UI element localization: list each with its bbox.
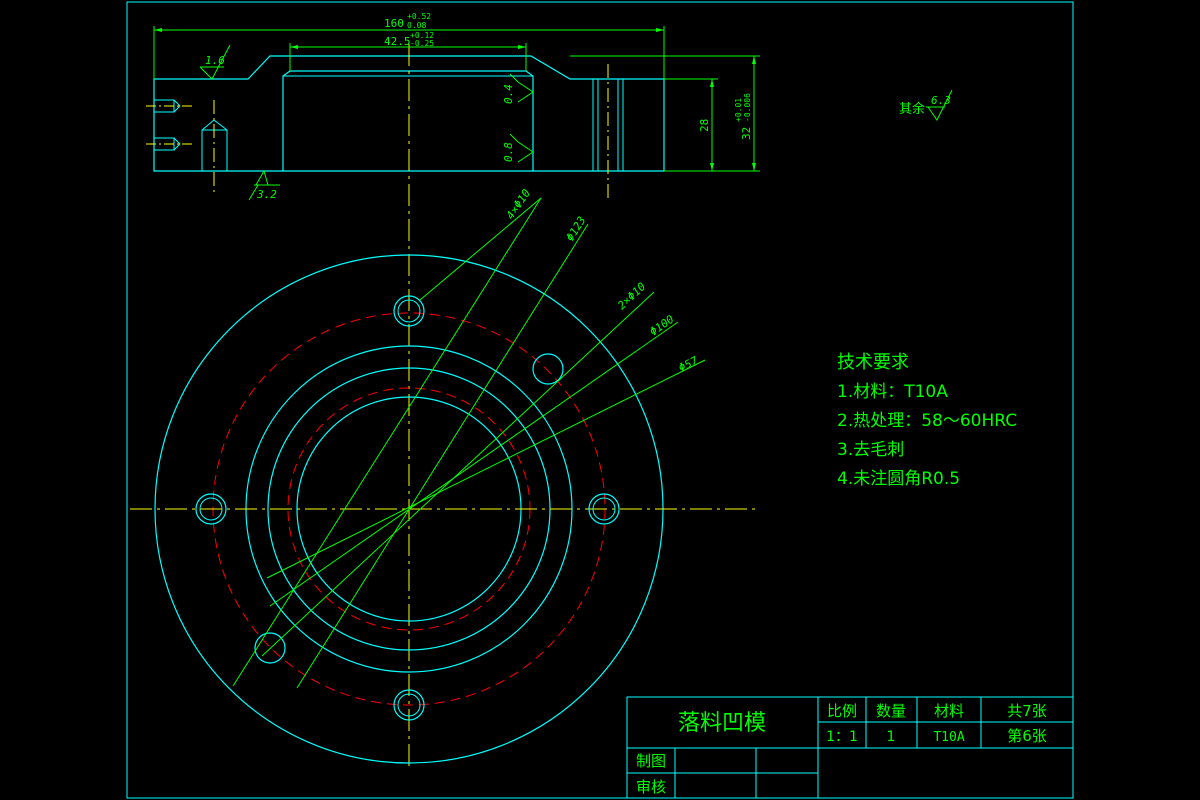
leader-4x10-hole — [419, 197, 542, 301]
arrow — [710, 163, 714, 171]
dim-160-tol-upper: +0.52 — [407, 12, 431, 21]
dim-28-text: 28 — [698, 119, 711, 132]
scale-label: 比例 — [827, 702, 857, 720]
scale-value: 1：1 — [826, 729, 858, 745]
section-view: 160 +0.52 0.08 42.5 +0.12 -0.25 28 32 +0… — [146, 12, 953, 770]
svg-text:0.8: 0.8 — [502, 142, 515, 162]
svg-text:1.6: 1.6 — [205, 54, 225, 67]
svg-text:0.4: 0.4 — [502, 84, 515, 104]
leader-d100 — [269, 321, 679, 607]
title-block: 落料凹模 比例 数量 材料 共7张 1：1 1 T10A 第6张 制图 审核 — [626, 696, 1074, 799]
roughness-symbol-0-4: 0.4 — [502, 73, 534, 104]
roughness-rest: 其余 6.3 — [899, 89, 953, 121]
tech-requirement-item: 2.热处理：58～60HRC — [837, 411, 1017, 431]
material-value: T10A — [933, 730, 964, 745]
arrow — [752, 163, 756, 171]
dim-32-tol-upper: +0.01 — [734, 98, 743, 122]
part-name: 落料凹模 — [678, 711, 766, 736]
dim-42-tol-lower: -0.25 — [410, 39, 434, 48]
roughness-symbol-0-8: 0.8 — [502, 133, 534, 163]
section-outline — [153, 55, 665, 172]
pin-hole-lower-left — [254, 632, 286, 664]
dim-42-text: 42.5 — [384, 35, 411, 48]
svg-text:3.2: 3.2 — [256, 188, 277, 201]
leader-d123 — [296, 223, 589, 689]
leader-4x10 — [232, 197, 542, 687]
roughness-symbol-3-2: 3.2 — [248, 169, 280, 201]
arrow — [656, 28, 664, 32]
dim-42-tol-upper: +0.12 — [410, 31, 434, 40]
bolt-hole-bottom — [393, 689, 425, 721]
arrow — [752, 56, 756, 64]
arrow — [290, 45, 298, 49]
dim-32-text: 32 — [740, 127, 753, 140]
roughness-symbol-1-6: 1.6 — [199, 44, 231, 80]
svg-text:其余: 其余 — [899, 101, 925, 117]
dim-32-tol-lower: -0.006 — [743, 93, 752, 122]
total-sheets: 共7张 — [1007, 702, 1047, 720]
bolt-hole-right — [588, 493, 620, 525]
leader-d57 — [266, 359, 706, 579]
arrow — [154, 28, 162, 32]
tech-requirement-item: 1.材料：T10A — [837, 382, 948, 402]
bolt-hole-top — [393, 295, 425, 327]
bolt-hole-left — [195, 493, 227, 525]
material-label: 材料 — [934, 702, 964, 720]
sheet-number: 第6张 — [1007, 727, 1047, 745]
tech-requirements-title: 技术要求 — [837, 352, 909, 373]
pin-hole-upper-right — [532, 353, 564, 385]
tech-requirement-item: 4.未注圆角R0.5 — [837, 469, 960, 489]
checked-by-label: 审核 — [636, 778, 666, 796]
dim-160-text: 160 — [384, 17, 404, 30]
arrow — [518, 45, 526, 49]
drawing-frame — [126, 1, 1074, 799]
pin-hole-tip — [173, 137, 181, 151]
arrow — [710, 79, 714, 87]
drawn-by-label: 制图 — [636, 752, 666, 770]
pin-hole-tip — [173, 99, 181, 113]
leader-2x10 — [261, 291, 655, 657]
tech-requirement-item: 3.去毛刺 — [837, 440, 904, 460]
dim-160-tol-lower: 0.08 — [407, 21, 426, 30]
quantity-label: 数量 — [876, 702, 906, 720]
tech-requirements: 技术要求 1.材料：T10A 2.热处理：58～60HRC 3.去毛刺 4.未注… — [837, 352, 1017, 489]
svg-text:6.3: 6.3 — [931, 94, 951, 107]
quantity-value: 1 — [887, 729, 896, 745]
